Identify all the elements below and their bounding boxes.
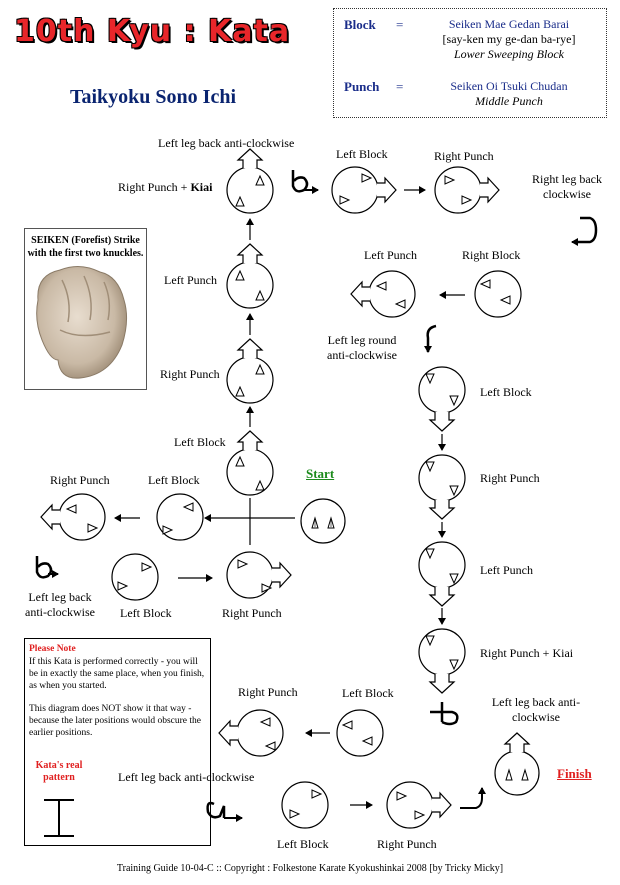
page-title: 10th Kyu : Kata xyxy=(14,14,291,49)
stance-row3-left-punch xyxy=(350,270,416,318)
start-label: Start xyxy=(306,466,335,481)
legend-block-english: Lower Sweeping Block xyxy=(454,47,564,61)
kata-name: Taikyoku Sono Ichi xyxy=(70,86,237,108)
finish-label: Finish xyxy=(557,766,592,781)
label-left-block-col: Left Block xyxy=(174,435,226,449)
legend-box: Block = Seiken Mae Gedan Barai [say-ken … xyxy=(333,8,607,118)
turn-right-back-icon xyxy=(571,216,598,246)
turn-to-finish-arrow xyxy=(460,787,486,809)
seiken-caption: SEIKEN (Forefist) Strike with the first … xyxy=(27,235,144,259)
label-left-leg-back-left: Left leg back anti-clockwise xyxy=(25,590,95,619)
label-final-right-punch: Right Punch xyxy=(377,837,437,851)
label-bottom-left-block: Left Block xyxy=(342,686,394,700)
label-right-col-left-punch: Left Punch xyxy=(480,563,533,577)
label-mid-left-block: Left Block xyxy=(148,473,200,487)
stance-lower-right-punch xyxy=(226,551,292,599)
stance-final-right-punch xyxy=(386,781,452,829)
legend-block-japanese: Seiken Mae Gedan Barai xyxy=(448,17,570,31)
label-left-leg-round: Left leg round anti-clockwise xyxy=(327,333,397,362)
stance-right-col-left-punch xyxy=(418,541,466,607)
turn-hook-icon-top xyxy=(291,170,319,194)
stance-row3-right-block xyxy=(474,270,522,318)
label-right-punch-col: Right Punch xyxy=(160,367,220,381)
label-left-leg-back-right: Left leg back anti- clockwise xyxy=(491,695,581,724)
note-heading: Please Note xyxy=(29,644,76,654)
label-right-col-left-block: Left Block xyxy=(480,385,532,399)
label-mid-right-punch: Right Punch xyxy=(50,473,110,487)
label-right-leg-back: Right leg back clockwise xyxy=(532,172,602,201)
real-pattern-label: Kata's real pattern xyxy=(35,760,83,783)
stance-top-right-punch xyxy=(434,166,500,214)
label-lower-left-block: Left Block xyxy=(120,606,172,620)
stance-bottom-right-punch xyxy=(218,709,284,757)
note-paragraph-2: This diagram does NOT show it that way -… xyxy=(29,704,202,738)
turn-left-back-icon-left xyxy=(35,556,59,579)
label-left-punch-col: Left Punch xyxy=(164,273,217,287)
footer: Training Guide 10-04-C :: Copyright : Fo… xyxy=(116,863,504,874)
stance-mid-left-block xyxy=(156,493,204,541)
stance-start xyxy=(300,498,346,544)
label-lower-right-punch: Right Punch xyxy=(222,606,282,620)
stance-bottom-left-block xyxy=(336,709,384,757)
turn-left-back-icon-right xyxy=(430,702,459,726)
stance-lower-left-block xyxy=(111,553,159,601)
stance-top-left-block xyxy=(331,166,397,214)
legend-punch-term: Punch xyxy=(344,79,380,94)
legend-punch-equals: = xyxy=(396,79,404,94)
stance-right-punch-col xyxy=(226,338,274,404)
label-left-leg-back-bottom: Left leg back anti-clockwise xyxy=(118,770,255,784)
stance-mid-right-punch xyxy=(40,493,106,541)
stance-right-col-right-punch-kiai xyxy=(418,628,466,694)
label-final-left-block: Left Block xyxy=(277,837,329,851)
label-kiai: Kiai xyxy=(190,180,213,194)
label-row3-left-punch: Left Punch xyxy=(364,248,417,262)
real-pattern-icon xyxy=(44,799,74,837)
label-right-col-right-punch: Right Punch xyxy=(480,471,540,485)
legend-block-term: Block xyxy=(344,17,376,32)
stance-finish xyxy=(494,732,540,796)
label-bottom-right-punch: Right Punch xyxy=(238,685,298,699)
stance-left-punch-col xyxy=(226,243,274,309)
legend-punch-english: Middle Punch xyxy=(475,94,543,108)
stance-right-col-left-block xyxy=(418,366,466,432)
stance-right-col-right-punch xyxy=(418,454,466,520)
label-top-right-punch: Right Punch xyxy=(434,149,494,163)
fist-icon xyxy=(36,266,128,379)
label-top-left-block: Left Block xyxy=(336,147,388,161)
legend-punch-japanese: Seiken Oi Tsuki Chudan xyxy=(450,79,568,93)
legend-block-equals: = xyxy=(396,17,404,32)
note-box xyxy=(24,638,211,846)
label-right-punch-kiai-text: Right Punch + xyxy=(118,180,191,194)
stance-final-left-block xyxy=(281,781,329,829)
seiken-box xyxy=(24,228,147,390)
note-paragraph-1: If this Kata is performed correctly - yo… xyxy=(29,657,205,691)
legend-block-pronunciation: [say-ken my ge-dan ba-rye] xyxy=(442,32,576,46)
turn-left-back-icon-bottom xyxy=(206,801,243,822)
stance-right-punch-kiai xyxy=(226,148,274,214)
label-right-col-right-punch-kiai: Right Punch + Kiai xyxy=(480,646,574,660)
label-right-punch-kiai-top: Right Punch + Kiai xyxy=(118,180,212,195)
stance-left-block-col xyxy=(226,430,274,496)
label-left-leg-back-top: Left leg back anti-clockwise xyxy=(158,136,295,150)
turn-left-round-icon xyxy=(424,324,437,353)
label-row3-right-block: Right Block xyxy=(462,248,521,262)
